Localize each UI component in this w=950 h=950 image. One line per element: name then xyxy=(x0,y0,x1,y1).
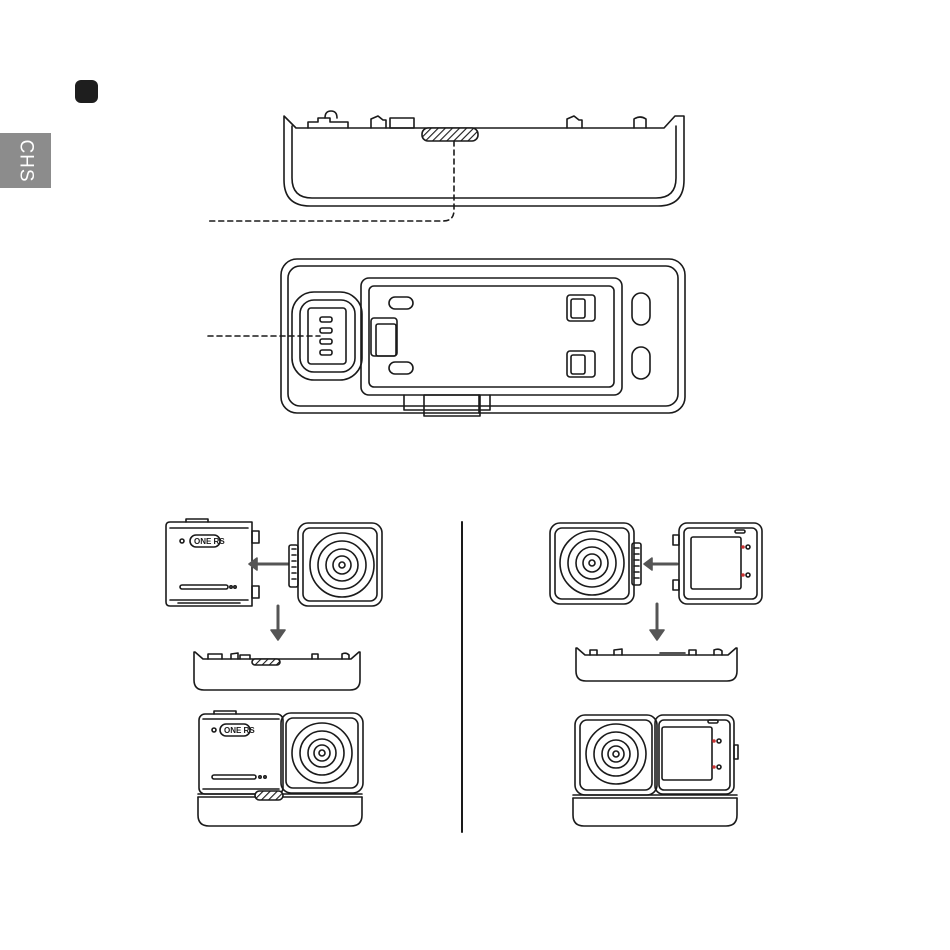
right-mount-base xyxy=(576,648,737,681)
leader-lines xyxy=(208,141,454,336)
mount-base-top-view xyxy=(281,259,685,416)
left-assembled-camera: ONE RS xyxy=(198,711,363,826)
left-assembly-step-1: ONE RS xyxy=(166,519,382,640)
connector-hatch xyxy=(422,128,478,141)
svg-text:ONE RS: ONE RS xyxy=(194,537,225,546)
mount-base-side-view xyxy=(284,111,684,206)
right-assembled-camera xyxy=(573,715,738,826)
right-assembly-step-1 xyxy=(550,523,762,640)
left-mount-base xyxy=(194,652,360,690)
svg-text:ONE RS: ONE RS xyxy=(224,726,255,735)
